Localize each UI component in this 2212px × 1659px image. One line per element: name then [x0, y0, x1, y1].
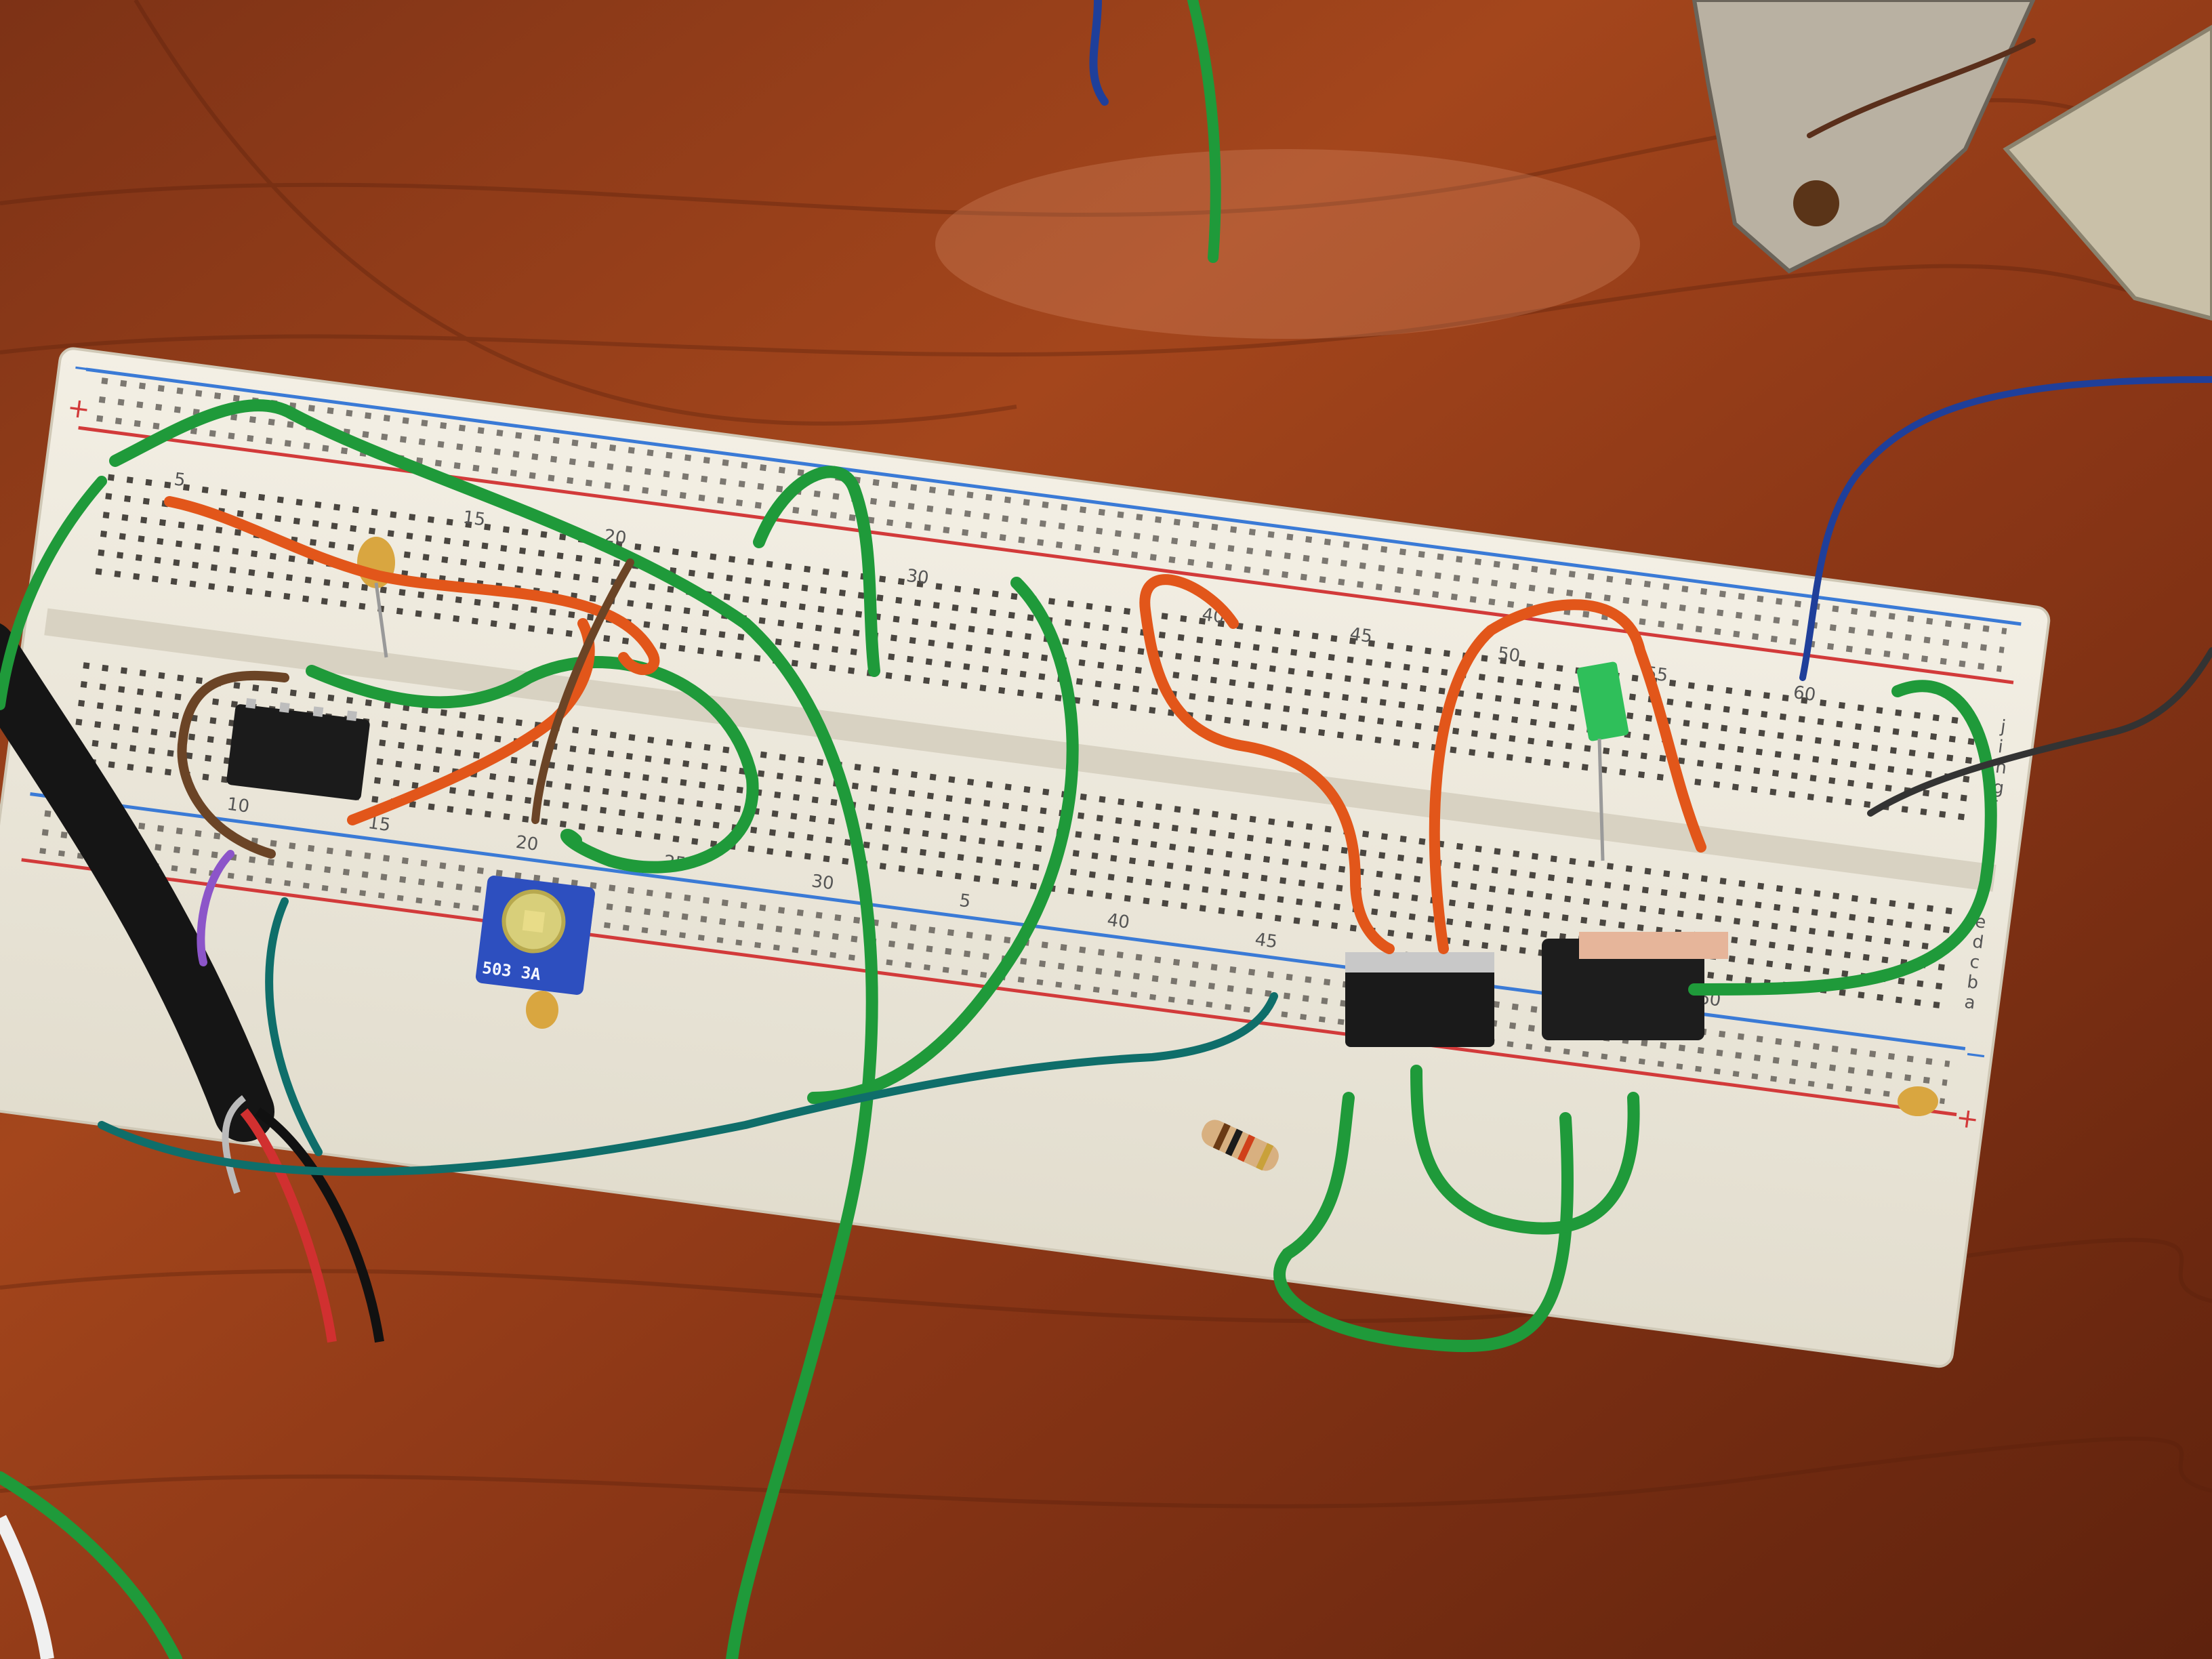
col-num: 60: [1792, 682, 1817, 705]
blue-wire: [1799, 376, 2212, 681]
green-wire: [753, 466, 880, 677]
green-wire: [1688, 680, 1997, 996]
col-num: 45: [1254, 929, 1279, 952]
trimmer-potentiometer: 503 3A: [475, 875, 596, 996]
orange-wire: [1429, 599, 1706, 954]
rail-plus-label-left: +: [65, 392, 91, 426]
col-num: 5: [958, 890, 972, 912]
voltage-regulator-2: [1542, 932, 1728, 1040]
teal-wire: [265, 897, 323, 1156]
orange-wire: [164, 496, 660, 675]
row-letter: b: [1966, 972, 1980, 994]
ic-chip: [226, 698, 370, 800]
row-letter: j: [1999, 716, 2007, 737]
rail-plus-label-right: +: [1954, 1102, 1981, 1136]
purple-wire: [197, 850, 234, 966]
black-cable: [0, 623, 384, 1343]
green-wire: [1273, 1092, 1574, 1353]
brown-wire: [1807, 38, 2036, 138]
row-letter: a: [1963, 992, 1977, 1014]
col-num: 10: [226, 794, 251, 817]
ceramic-capacitor-2: [526, 991, 558, 1029]
col-num: 30: [905, 566, 930, 589]
col-num: 5: [173, 469, 186, 491]
rail-blue-top: [85, 367, 2022, 626]
col-num: 15: [462, 508, 487, 531]
green-wire: [1187, 0, 1221, 263]
green-wire: [109, 399, 878, 1659]
col-num: 40: [1106, 910, 1131, 933]
row-letter: d: [1971, 932, 1985, 954]
orange-wire: [1139, 574, 1395, 954]
green-wire: [0, 1471, 182, 1659]
ceramic-capacitor-3: [1898, 1086, 1938, 1116]
grey-wire: [1867, 647, 2212, 817]
col-num: 20: [514, 832, 539, 855]
green-wire: [0, 476, 107, 710]
rail-minus-label-left: −: [70, 352, 97, 386]
metal-bracket: [1692, 0, 2036, 274]
teal-wire: [98, 992, 1278, 1176]
green-wire: [807, 577, 1079, 1104]
orange-wire: [347, 618, 595, 825]
green-wire: [1410, 1065, 1640, 1235]
perfboard: [2003, 24, 2212, 321]
white-cable: [0, 1515, 54, 1659]
col-num: 30: [811, 871, 836, 894]
rail-minus-label-right: −: [1963, 1038, 1989, 1072]
brown-wire: [531, 558, 634, 824]
col-num: 45: [1349, 624, 1374, 647]
blue-wire: [1089, 0, 1109, 106]
row-letter: c: [1969, 951, 1981, 973]
resistor: [1202, 1120, 1279, 1171]
row-letter: i: [1996, 737, 2004, 758]
green-led: [1576, 661, 1629, 861]
green-wire: [306, 656, 759, 874]
rail-red-top: [78, 426, 2014, 684]
table-reflection: [935, 149, 1640, 339]
brown-wire: [177, 670, 289, 859]
voltage-regulator-1: [1345, 952, 1494, 1047]
col-num: 50: [1496, 644, 1521, 667]
